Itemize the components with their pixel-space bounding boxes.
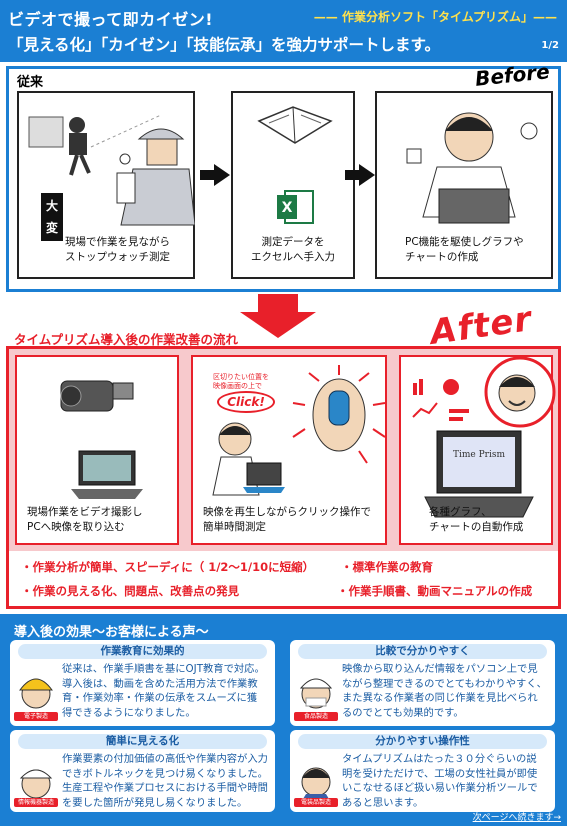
header-banner: ビデオで撮って即カイゼン! —— 作業分析ソフト「タイムプリズム」—— 「見える… bbox=[0, 0, 567, 62]
headline: ビデオで撮って即カイゼン! bbox=[8, 10, 213, 29]
helmet-worker-avatar-icon bbox=[19, 678, 53, 709]
voice-card: 簡単に見える化 情報機器製造 作業要素の付加価値の高低や作業内容が入力 できボト… bbox=[10, 730, 275, 812]
man-avatar-icon bbox=[300, 767, 332, 804]
industry-tag: 電装品製造 bbox=[294, 798, 338, 807]
voice-card-text: 作業要素の付加価値の高低や作業内容が入力 できボトルネックを見つけ易くなりました… bbox=[62, 753, 268, 809]
notebook-icon bbox=[257, 106, 333, 144]
excel-icon: X bbox=[277, 190, 314, 224]
after-panel-video: 現場作業をビデオ撮影し PCへ映像を取り込む bbox=[15, 355, 179, 545]
video-camera-icon bbox=[60, 380, 134, 412]
after-panel-click: 区切りたい位置を 映像画面の上で Click! bbox=[191, 355, 387, 545]
voice-card: 作業教育に効果的 電子製造 従来は、作業手順書を基にOJT教育で対応。 導入後は… bbox=[10, 640, 275, 726]
voice-card-text: 従来は、作業手順書を基にOJT教育で対応。 導入後は、動画を含めた活用方法で作業… bbox=[62, 663, 265, 719]
arrow-right-icon bbox=[345, 164, 375, 186]
voice-card-text: タイムプリズムはたった３０分ぐらいの説 明を受けただけで、工場の女性社員が即使 … bbox=[342, 753, 538, 809]
voice-card-heading: 作業教育に効果的 bbox=[18, 644, 267, 659]
before-label: 従来 bbox=[17, 75, 44, 90]
voice-card-heading: 比較で分かりやすく bbox=[298, 644, 547, 659]
after-caption-3: 各種グラフ、 チャートの自動作成 bbox=[429, 506, 524, 533]
industry-tag: 電子製造 bbox=[14, 712, 58, 721]
before-caption-2: 測定データを エクセルへ手入力 bbox=[251, 236, 335, 263]
benefit-bullets: ・作業分析が簡単、スピーディに（ 1/2～1/10に短縮） ・標準作業の教育 ・… bbox=[9, 553, 558, 607]
laptop-time-prism-icon: Time Prism bbox=[424, 430, 534, 518]
screen-title: Time Prism bbox=[453, 450, 505, 460]
voices-title: 導入後の効果～お客様による声～ bbox=[14, 625, 209, 640]
down-arrow-icon bbox=[240, 294, 316, 338]
product-name: —— 作業分析ソフト「タイムプリズム」—— bbox=[313, 10, 557, 24]
after-title: タイムプリズム導入後の作業改善の流れ bbox=[14, 332, 239, 347]
click-bubble: Click! bbox=[217, 391, 275, 413]
after-flow-area: 現場作業をビデオ撮影し PCへ映像を取り込む 区切りたい位置を 映像画面の上で … bbox=[9, 349, 558, 551]
voice-card-heading: 簡単に見える化 bbox=[18, 734, 267, 749]
before-caption-1: 現場で作業を見ながら ストップウォッチ測定 bbox=[65, 236, 170, 263]
arrow-right-icon bbox=[200, 164, 230, 186]
after-panel-charts: Time Prism 各種グラフ、 チャートの自動作成 bbox=[399, 355, 556, 545]
industry-tag: 食品製造 bbox=[294, 712, 338, 721]
page-number: 1/2 bbox=[541, 40, 559, 51]
after-section: 現場作業をビデオ撮影し PCへ映像を取り込む 区切りたい位置を 映像画面の上で … bbox=[6, 346, 561, 609]
before-caption-3: PC機能を駆使しグラフや チャートの作成 bbox=[405, 236, 524, 263]
after-caption-2: 映像を再生しながらクリック操作で 簡単時間測定 bbox=[203, 506, 371, 533]
benefit-bullet: ・作業の見える化、問題点、改善点の発見 bbox=[21, 584, 240, 598]
laptop-icon bbox=[71, 450, 143, 499]
cap-worker-avatar-icon bbox=[19, 769, 53, 799]
before-section: 従来 Before 大変 現場で作業を見ながら ストップウォッチ測定 bbox=[6, 59, 561, 292]
voice-card: 分かりやすい操作性 電装品製造 タイムプリズムはたった３０分ぐらいの説 明を受け… bbox=[290, 730, 555, 812]
frustrated-pc-user-illustration bbox=[406, 112, 538, 224]
before-badge: Before bbox=[474, 59, 552, 91]
food-worker-avatar-icon bbox=[299, 678, 333, 709]
taihen-badge: 大変 bbox=[41, 193, 63, 241]
person-with-laptop-illustration bbox=[212, 422, 285, 496]
stopwatch-worker-illustration bbox=[28, 114, 195, 226]
subheadline: 「見える化」「カイゼン」「技能伝承」を強力サポートします。 bbox=[8, 36, 440, 54]
click-note: 区切りたい位置を 映像画面の上で bbox=[213, 373, 269, 390]
after-badge: After bbox=[427, 299, 535, 353]
before-panel-stopwatch: 大変 現場で作業を見ながら ストップウォッチ測定 bbox=[17, 91, 195, 279]
chart-icons bbox=[412, 379, 469, 421]
voice-card-text: 映像から取り込んだ情報をパソコン上で見 ながら整理できるのでとてもわかりやすく、… bbox=[342, 663, 547, 719]
next-page-link[interactable]: 次ページへ続きます→ bbox=[472, 813, 561, 823]
after-caption-1: 現場作業をビデオ撮影し PCへ映像を取り込む bbox=[27, 506, 143, 533]
benefit-bullet: ・標準作業の教育 bbox=[341, 560, 433, 574]
before-panel-pc: PC機能を駆使しグラフや チャートの作成 bbox=[375, 91, 553, 279]
before-panel-excel: X 測定データを エクセルへ手入力 bbox=[231, 91, 355, 279]
voice-card-heading: 分かりやすい操作性 bbox=[298, 734, 547, 749]
industry-tag: 情報機器製造 bbox=[14, 798, 58, 807]
benefit-bullet: ・作業分析が簡単、スピーディに（ 1/2～1/10に短縮） bbox=[21, 560, 315, 574]
benefit-bullet: ・作業手順書、動画マニュアルの作成 bbox=[337, 584, 533, 598]
svg-text:X: X bbox=[282, 200, 293, 216]
voice-card: 比較で分かりやすく 食品製造 映像から取り込んだ情報をパソコン上で見 ながら整理… bbox=[290, 640, 555, 726]
mouse-click-icon bbox=[292, 365, 386, 464]
smiling-man-icon bbox=[484, 356, 556, 428]
